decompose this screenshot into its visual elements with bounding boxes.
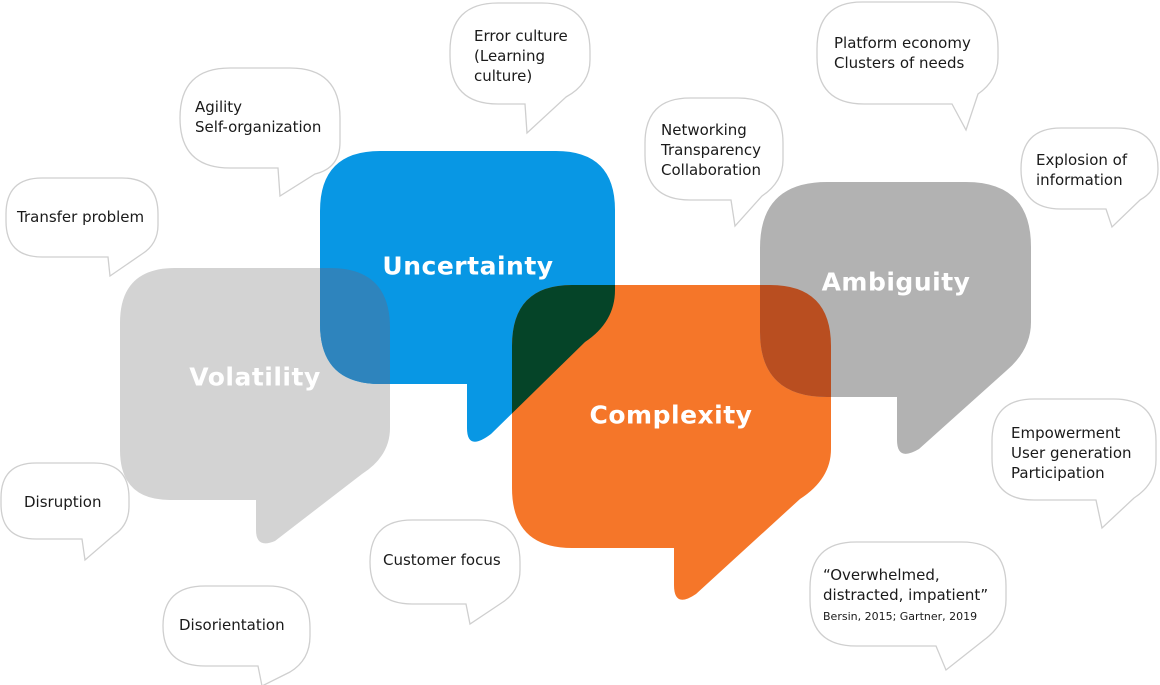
bubble-text-line: Clusters of needs	[834, 54, 965, 72]
bubble-text-line: Platform economy	[834, 34, 971, 52]
bubble-text-line: Disruption	[24, 493, 102, 511]
small-bubble-outline	[809, 541, 1007, 672]
platform-economy-label: Platform economy Clusters of needs	[834, 33, 971, 73]
complexity-label: Complexity	[589, 400, 753, 430]
disorientation-label: Disorientation	[179, 615, 285, 635]
small-bubble-outline	[369, 519, 521, 626]
ambiguity-label: Ambiguity	[821, 267, 971, 297]
bubble-text-line: Disorientation	[179, 616, 285, 634]
bubble-text-line: Customer focus	[383, 551, 501, 569]
quote-line: “Overwhelmed,	[823, 566, 940, 584]
bubble-text-line: Agility	[195, 98, 243, 116]
bubble-text-line: Transfer problem	[17, 208, 145, 226]
bubble-text-line: Error culture	[474, 27, 568, 45]
disruption-label: Disruption	[24, 492, 101, 512]
overwhelmed-label: “Overwhelmed, distracted, impatient” Ber…	[823, 565, 988, 627]
small-bubble-outline	[162, 585, 311, 685]
bubble-text-line: User generation	[1011, 444, 1132, 462]
small-bubble-outline	[644, 97, 784, 228]
volatility-label: Volatility	[189, 362, 321, 392]
explosion-label: Explosion of information	[1036, 150, 1127, 190]
customer-focus-label: Customer focus	[383, 550, 501, 570]
small-bubble-outline	[0, 462, 130, 562]
small-bubble-outline	[179, 67, 341, 198]
bubble-text-line: Participation	[1011, 464, 1105, 482]
bubble-text-line: Transparency	[661, 141, 762, 159]
bubble-text-line: Explosion of	[1036, 151, 1128, 169]
bubble-text-line: Collaboration	[661, 161, 761, 179]
bubble-text-line: Self-organization	[195, 118, 322, 136]
networking-label: Networking Transparency Collaboration	[661, 120, 761, 180]
small-bubble-outline	[816, 1, 999, 132]
agility-label: Agility Self-organization	[195, 97, 321, 137]
citation: Bersin, 2015; Gartner, 2019	[823, 610, 978, 623]
error-culture-label: Error culture (Learning culture)	[474, 26, 568, 86]
bubble-text-line: information	[1036, 171, 1123, 189]
quote-line: distracted, impatient”	[823, 586, 989, 604]
small-bubble-outline	[449, 2, 591, 135]
bubble-text-line: (Learning	[474, 47, 545, 65]
small-bubble-outline	[5, 177, 159, 278]
small-bubble-outline	[991, 398, 1157, 530]
bubble-text-line: Networking	[661, 121, 747, 139]
uncertainty-label: Uncertainty	[382, 251, 554, 281]
small-bubble-outline	[1020, 127, 1159, 229]
transfer-problem-label: Transfer problem	[17, 207, 144, 227]
bubble-text-line: Empowerment	[1011, 424, 1121, 442]
empowerment-label: Empowerment User generation Participatio…	[1011, 423, 1132, 483]
bubble-text-line: culture)	[474, 67, 533, 85]
